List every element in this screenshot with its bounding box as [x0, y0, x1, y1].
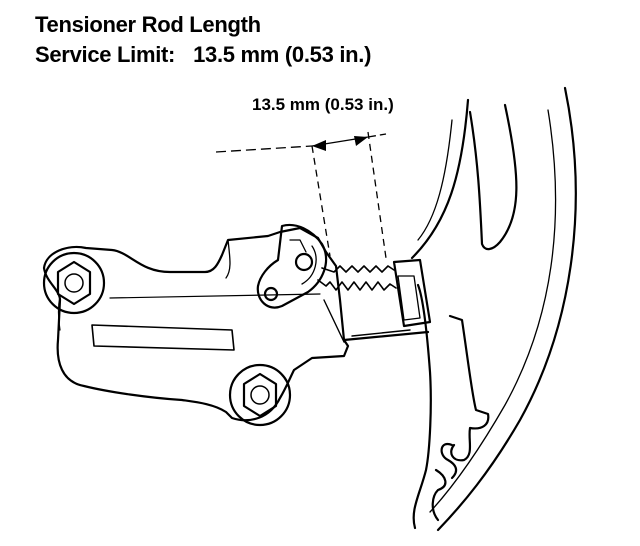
page-title: Tensioner Rod Length [35, 12, 261, 37]
mounting-bolt-lower [228, 363, 292, 427]
cam-chain-guide [410, 86, 577, 532]
dimension-label: 13.5 mm (0.53 in.) [252, 95, 394, 114]
ratchet-pawl [256, 223, 328, 309]
mounting-bolt-upper [42, 251, 106, 315]
service-limit-value: 13.5 mm (0.53 in.) [193, 42, 372, 67]
service-limit-line: Service Limit: 13.5 mm (0.53 in.) [35, 40, 371, 70]
tensioner-body [42, 226, 350, 422]
dimension-arrows [312, 136, 368, 151]
tensioner-rod [317, 258, 432, 343]
service-limit-label: Service Limit: [35, 42, 176, 67]
heading: Tensioner Rod Length Service Limit: 13.5 … [35, 10, 371, 70]
